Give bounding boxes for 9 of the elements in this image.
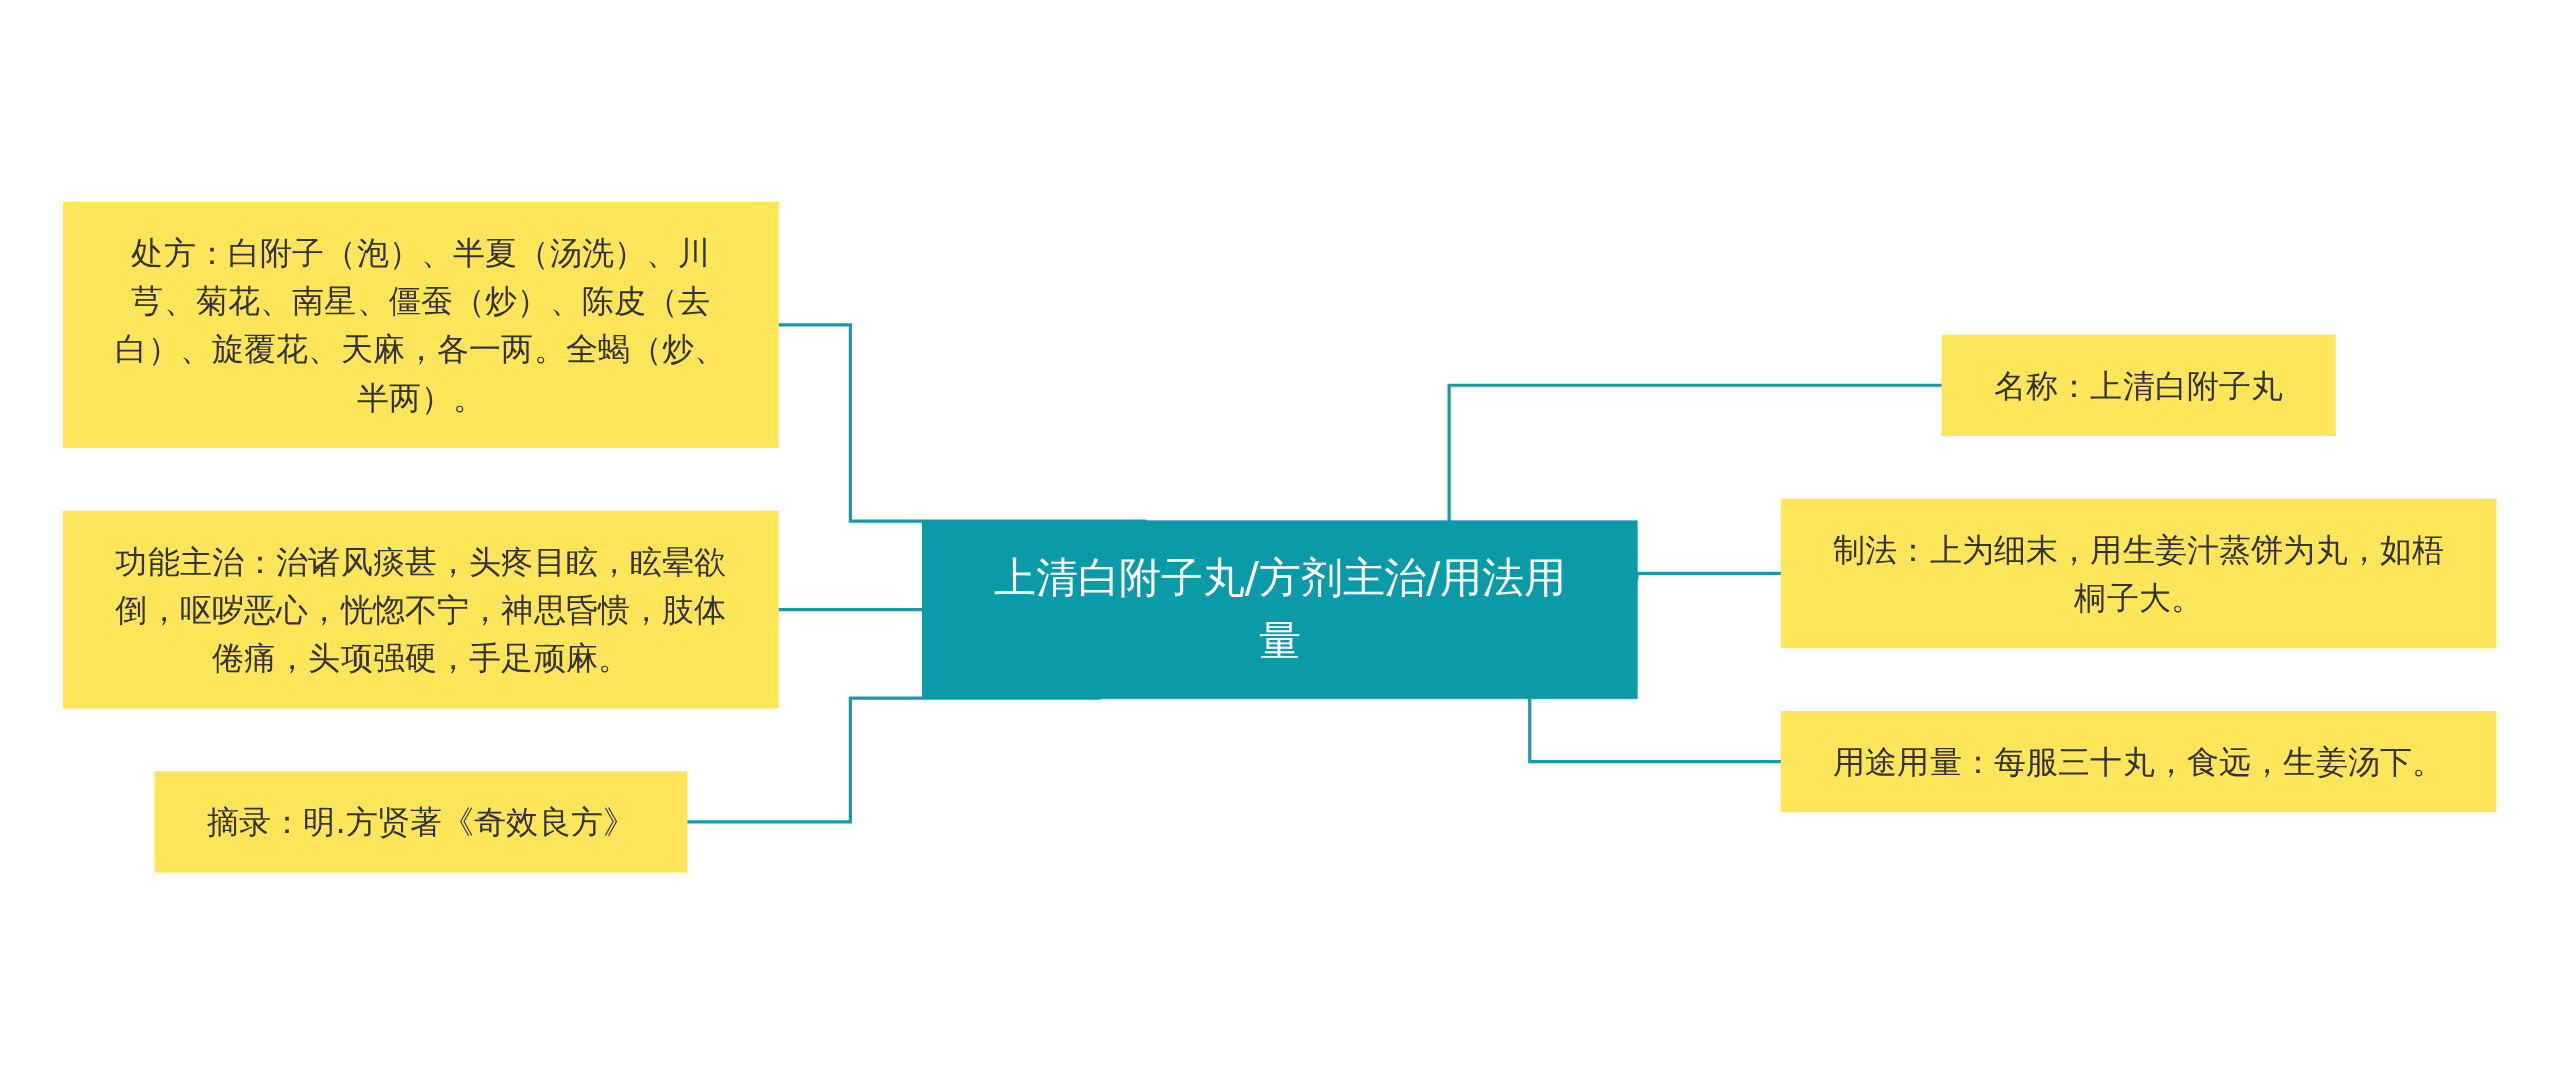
node-box: 上清白附子丸/方剂主治/用法用量 — [922, 520, 1638, 700]
node-box: 摘录：明.方贤著《奇效良方》 — [154, 771, 688, 873]
node-box: 名称：上清白附子丸 — [1941, 334, 2336, 437]
connector — [1528, 698, 1782, 764]
node-box: 处方：白附子（泡）、半夏（汤洗）、川芎、菊花、南星、僵蚕（炒）、陈皮（去白）、旋覆花、天麻，各一两。全蝎（炒、半两）。 — [63, 202, 779, 449]
node-box: 用途用量：每服三十丸，食远，生姜汤下。 — [1781, 711, 2497, 813]
connector — [1447, 383, 1943, 522]
node-box: 制法：上为细末，用生姜汁蒸饼为丸，如梧桐子大。 — [1781, 498, 2497, 649]
node-box: 功能主治：治诸风痰甚，头疼目眩，眩晕欲倒，呕哕恶心，恍惚不宁，神思昏愦，肢体倦痛，头项强硬，手足顽麻。 — [63, 510, 779, 709]
